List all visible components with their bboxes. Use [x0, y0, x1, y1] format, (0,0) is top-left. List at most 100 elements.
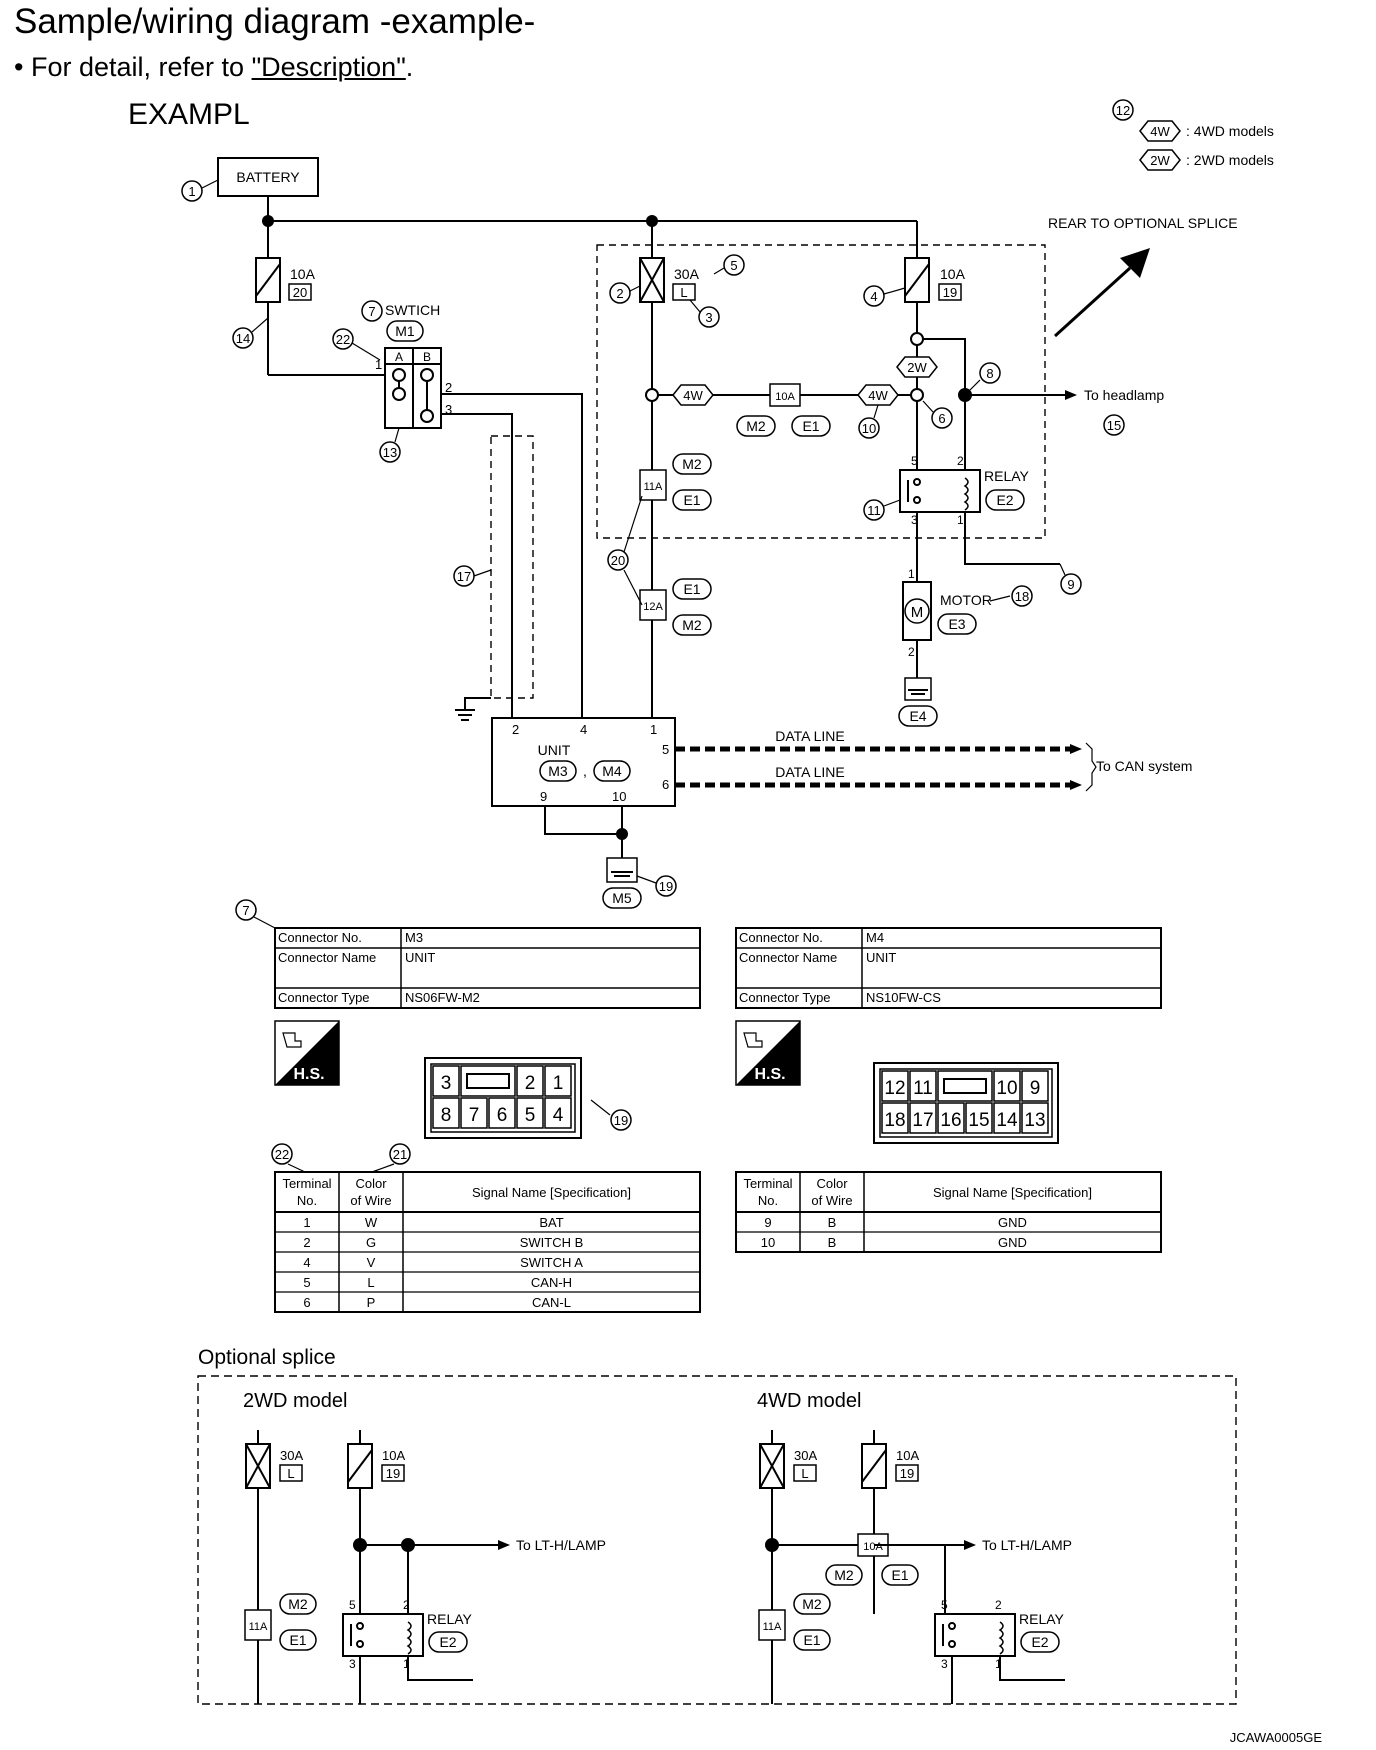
connector-m5-text: M5: [612, 890, 632, 906]
unit-comma: ,: [583, 763, 587, 779]
terminal-number: 10: [996, 1078, 1017, 1099]
terminal-number: 18: [884, 1110, 905, 1131]
callout-5: [723, 254, 745, 276]
relay-pin: 2: [995, 1598, 1002, 1612]
leader-line: [969, 379, 981, 391]
block-11a-label: 11A: [644, 481, 663, 493]
block-12a-label: 12A: [643, 601, 663, 613]
callout-21-number: 21: [393, 1147, 407, 1162]
unit-box: [491, 717, 676, 807]
wire-to-headlamp: [923, 338, 966, 395]
switch-label: SWTICH: [385, 302, 440, 318]
terminal-number: 17: [912, 1110, 933, 1131]
shield-outline: [490, 435, 534, 699]
connector-m2-text: M2: [288, 1596, 308, 1612]
optional-splice-title: Optional splice: [198, 1346, 336, 1369]
description-link[interactable]: "Description": [251, 52, 406, 82]
connector-e1: [881, 1564, 919, 1586]
leader-line: [473, 569, 492, 577]
terminal-header: No.: [297, 1193, 317, 1208]
connector-field-value: M3: [405, 930, 423, 945]
connector-field-label: Connector No.: [278, 930, 362, 945]
callout-2-number: 2: [616, 286, 623, 301]
callout-2: [609, 282, 631, 304]
connector-m3-text: M3: [548, 763, 568, 779]
callout-9: [1060, 573, 1082, 595]
hs-badge-label: H.S.: [293, 1066, 324, 1083]
legend-tag-4w-text: 4W: [1150, 124, 1170, 139]
splice-panel-title: 2WD model: [243, 1390, 347, 1412]
gnd-junction: [616, 828, 628, 840]
connector-e3-text: E3: [948, 616, 965, 632]
connector-field-value: NS06FW-M2: [405, 990, 480, 1005]
callout-22-table-number: 22: [275, 1147, 289, 1162]
connector-latch-slot: [466, 1073, 510, 1089]
connector-m4: [593, 760, 631, 782]
callout-1-number: 1: [188, 184, 195, 199]
legend-callout: [1112, 99, 1134, 121]
connector-field-label: Connector Type: [278, 990, 370, 1005]
callout-21: [389, 1143, 411, 1165]
leader-line: [713, 267, 725, 275]
splice-fuse-30a-mark: [245, 1443, 271, 1489]
legend-text: : 4WD models: [1186, 123, 1274, 139]
terminal-no: 10: [761, 1235, 775, 1250]
callout-3-number: 3: [705, 310, 712, 325]
terminal-cell: [993, 1070, 1021, 1102]
terminal-no: 6: [303, 1295, 310, 1310]
fuse-number-box: [938, 283, 962, 301]
connector-m1-text: M1: [395, 323, 415, 339]
terminal-header: Terminal: [282, 1176, 331, 1191]
motor-label: MOTOR: [940, 592, 992, 608]
connector-e1-text: E1: [683, 581, 700, 597]
connector-face-inner: [879, 1068, 1053, 1138]
leader-line: [590, 1099, 611, 1116]
fuse-rating: 30A: [794, 1448, 817, 1463]
terminal-cell: [544, 1097, 572, 1129]
signal-name: SWITCH A: [520, 1255, 583, 1270]
wire-color: G: [366, 1235, 376, 1250]
callout-3: [698, 306, 720, 328]
callout-11: [863, 499, 885, 521]
unit-pin: 2: [512, 722, 519, 737]
terminal-cell: [460, 1097, 488, 1129]
connector-m2: [279, 1593, 317, 1615]
connector-e2-text: E2: [439, 1634, 456, 1650]
tag-2w: [896, 356, 938, 378]
switch-pin: 3: [445, 402, 452, 417]
leader-line: [371, 1163, 395, 1173]
terminal-header: No.: [758, 1193, 778, 1208]
wire-switch-a: [441, 393, 583, 718]
terminal-number: 14: [996, 1110, 1018, 1131]
callout-18: [655, 875, 677, 897]
relay-pin: 1: [957, 513, 964, 527]
leader-line: [287, 1163, 306, 1173]
callout-15: [1103, 414, 1125, 436]
fuse-block-outline: [596, 244, 1046, 539]
connector-e1: [672, 578, 712, 600]
connector-latch-slot: [943, 1078, 987, 1094]
connector-m2-text: M2: [746, 418, 766, 434]
fuse-rating: 10A: [290, 266, 316, 282]
fuse-rating: 30A: [674, 266, 700, 282]
page-title: Sample/wiring diagram -example-: [14, 2, 536, 41]
callout-8: [979, 362, 1001, 384]
terminal-cell: [937, 1102, 965, 1134]
connector-field-label: Connector Type: [739, 990, 831, 1005]
color-header: Color: [355, 1176, 387, 1191]
description-note: • For detail, refer to "Description".: [14, 52, 413, 83]
terminal-number: 12: [884, 1078, 905, 1099]
callout-5-number: 5: [730, 258, 737, 273]
terminal-number: 2: [525, 1073, 536, 1094]
connector-m2-text: M2: [682, 617, 702, 633]
terminal-cell: [909, 1102, 937, 1134]
connector-e1: [793, 1629, 831, 1651]
rear-note: REAR TO OPTIONAL SPLICE: [1048, 215, 1238, 231]
terminal-no: 2: [303, 1235, 310, 1250]
battery-label: BATTERY: [236, 169, 300, 185]
connector-m2: [672, 453, 712, 475]
callout-10: [858, 417, 880, 439]
splice-10a: [910, 332, 924, 346]
connector-field-label: Connector Name: [739, 950, 837, 965]
